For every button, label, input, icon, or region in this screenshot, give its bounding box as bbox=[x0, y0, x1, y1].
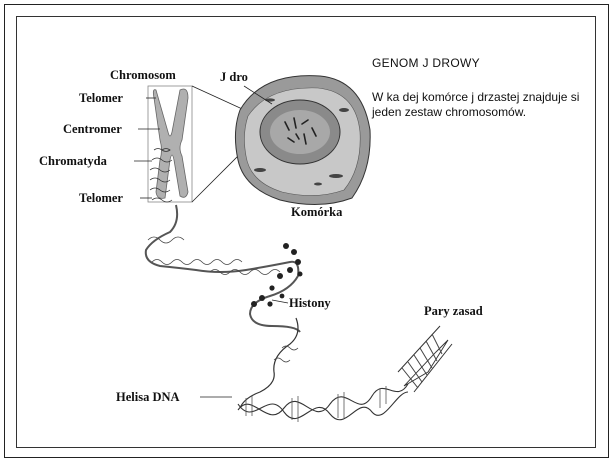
dna-helix bbox=[238, 384, 408, 420]
label-komorka: Komórka bbox=[291, 205, 342, 220]
label-jadro: J dro bbox=[220, 70, 248, 85]
label-chromatyda: Chromatyda bbox=[39, 154, 107, 169]
base-pair-ladder-frame bbox=[398, 326, 452, 392]
label-histony: Histony bbox=[289, 296, 331, 311]
label-chromosom: Chromosom bbox=[110, 68, 176, 83]
linker-coils bbox=[274, 346, 298, 362]
label-telomer-top: Telomer bbox=[79, 91, 123, 106]
chromatin-loops bbox=[148, 237, 280, 275]
label-pary-zasad: Pary zasad bbox=[424, 304, 483, 319]
slide-heading: GENOM J DROWY bbox=[372, 56, 480, 70]
label-centromer: Centromer bbox=[63, 122, 122, 137]
nucleus-inner bbox=[270, 110, 330, 154]
slide-description: W ka dej komórce j drzastej znajduje si … bbox=[372, 90, 587, 120]
chromosome-shape bbox=[153, 89, 188, 198]
label-telomer-bottom: Telomer bbox=[79, 191, 123, 206]
dna-linker bbox=[240, 318, 298, 408]
chromatin-fiber bbox=[146, 205, 300, 332]
label-helisa-dna: Helisa DNA bbox=[116, 390, 180, 405]
